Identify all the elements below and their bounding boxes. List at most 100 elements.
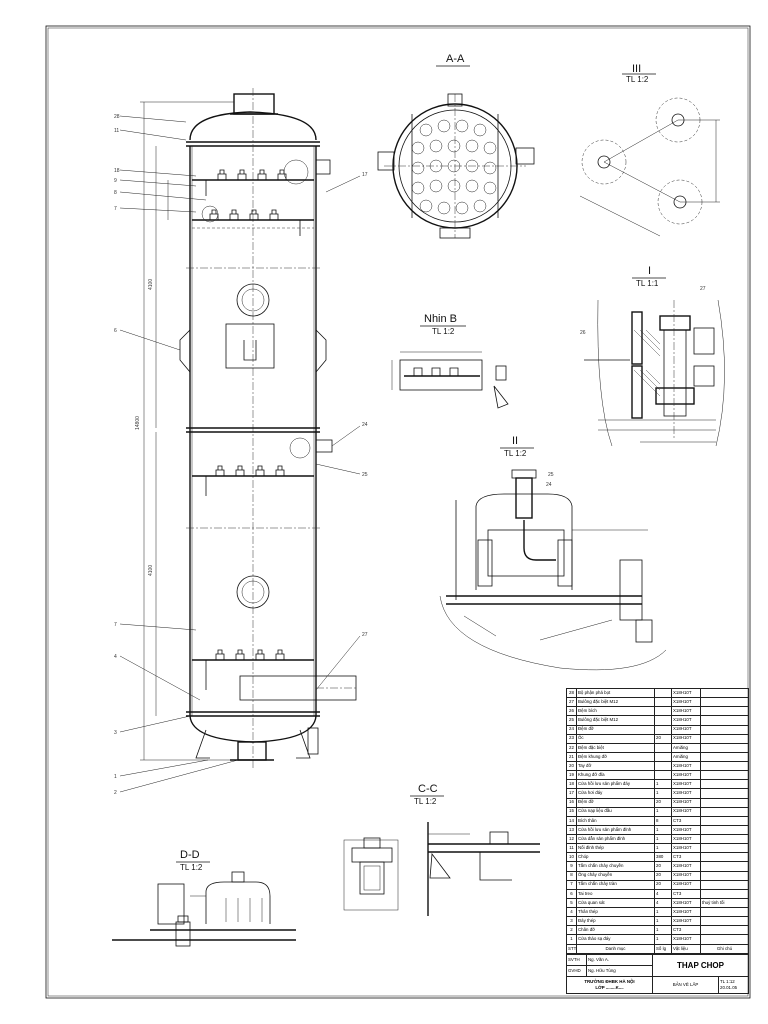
bom-cell-qty xyxy=(654,770,672,781)
bom-cell-note xyxy=(700,843,749,854)
bom-cell-qty: 20 xyxy=(654,861,672,872)
bom-cell-mat: Amiăng xyxy=(671,751,701,763)
bom-cell-name: Cửa tháo sạ đáy xyxy=(576,934,655,945)
nhinb-scale: TL 1:2 xyxy=(432,327,455,336)
bom-cell-mat: X18H10T xyxy=(671,833,701,845)
svg-text:7: 7 xyxy=(114,206,117,212)
bom-cell-qty xyxy=(654,742,672,753)
bom-cell-mat: CT3 xyxy=(671,815,701,826)
bom-cell-mat: X18H10T xyxy=(671,706,701,717)
section-cc-title: C-C xyxy=(418,783,438,795)
bom-cell-no: 2 xyxy=(566,925,577,936)
tray-middle xyxy=(192,465,314,496)
bom-cell-qty: 1 xyxy=(654,916,672,927)
bom-cell-mat: X18H10T xyxy=(671,934,701,945)
bom-cell-mat: X18H10T xyxy=(671,870,701,881)
bom-cell-mat: CT3 xyxy=(671,852,701,863)
bom-header-qty: Số lg xyxy=(654,943,672,955)
svg-text:27: 27 xyxy=(362,632,368,638)
svg-text:7: 7 xyxy=(114,622,117,628)
drawing-type: BẢN VẼ LẮP xyxy=(652,975,719,995)
bom-cell-no: 25 xyxy=(566,715,577,726)
bom-cell-no: 8 xyxy=(566,870,577,881)
bom-cell-no: 1 xyxy=(566,934,577,945)
bom-cell-qty xyxy=(654,715,672,726)
bom-cell-qty xyxy=(654,751,672,763)
svg-text:28: 28 xyxy=(114,114,120,120)
bom-cell-mat: X18H10T xyxy=(671,824,701,836)
bom-cell-no: 15 xyxy=(566,806,577,817)
bom-cell-name: Đệm khung đỡ xyxy=(576,751,655,763)
bom-cell-no: 21 xyxy=(566,751,577,763)
bom-cell-no: 24 xyxy=(566,724,577,735)
bom-cell-mat: X18H10T xyxy=(671,733,701,744)
bom-cell-qty: 1 xyxy=(654,925,672,936)
bom-cell-note xyxy=(700,742,749,753)
bom-cell-name: Bích thân xyxy=(576,815,655,826)
svg-text:4100: 4100 xyxy=(148,279,154,290)
bom-cell-note xyxy=(700,751,749,763)
bom-cell-name: Bộ phận phá bọt xyxy=(576,687,655,699)
bom-cell-mat: X18H10T xyxy=(671,843,701,854)
bom-header-note: Ghi chú xyxy=(700,943,749,955)
bom-cell-note xyxy=(700,888,749,899)
bom-cell-no: 18 xyxy=(566,779,577,790)
bom-cell-no: 5 xyxy=(566,897,577,909)
detail-i: I TL 1:1 27 26 xyxy=(580,265,725,447)
bom-cell-note xyxy=(700,806,749,817)
svg-text:25: 25 xyxy=(548,472,554,478)
detail-ii-title: II xyxy=(512,435,518,447)
bom-cell-note xyxy=(700,760,749,772)
bom-cell-qty: 1 xyxy=(654,906,672,918)
tray-lower xyxy=(192,649,314,690)
bom-cell-mat: X18H10T xyxy=(671,897,701,909)
bom-cell-note xyxy=(700,733,749,744)
section-dd-scale: TL 1:2 xyxy=(180,863,203,872)
bom-cell-no: 23 xyxy=(566,733,577,744)
bom-cell-name: Cửa quan sát xyxy=(576,897,655,909)
drawing-scale: TL 1:12 xyxy=(720,979,735,985)
bom-cell-mat: X18H10T xyxy=(671,916,701,927)
bom-cell-mat: X18H10T xyxy=(671,779,701,790)
bom-cell-no: 20 xyxy=(566,760,577,772)
bom-cell-note xyxy=(700,870,749,881)
bom-cell-name: Cửa nạp liệu đầu xyxy=(576,806,655,817)
bom-cell-qty: 1 xyxy=(654,934,672,945)
bom-cell-name: Thân thép xyxy=(576,906,655,918)
class-name: LỚP ........K.... xyxy=(595,984,624,990)
sheet-code: 20.01.05 xyxy=(720,984,738,990)
drawing-title: THAP CHOP xyxy=(652,954,749,977)
manhole-lower xyxy=(236,575,270,609)
school-name: TRƯỜNG ĐHBK HÀ NỘI xyxy=(584,979,635,985)
bom-cell-name: Khung đỡ đĩa xyxy=(576,770,655,781)
bom-cell-no: 4 xyxy=(566,906,577,918)
bom-cell-name: Cửa hơi đáy xyxy=(576,788,655,799)
title-block: SVTH Ng. Văn A. THAP CHOP GVHD Ng. Hữu T… xyxy=(566,954,749,995)
bom-cell-note xyxy=(700,833,749,845)
bom-cell-name: Tấm chắn chảy tràn xyxy=(576,879,655,890)
bom-cell-no: 7 xyxy=(566,879,577,890)
drawn-name: Ng. Văn A. xyxy=(586,954,653,966)
bom-cell-mat: X18H10T xyxy=(671,879,701,890)
section-dd: D-D TL 1:2 xyxy=(112,849,296,947)
sheet-outer-border xyxy=(45,25,751,999)
section-cc: C-C TL 1:2 xyxy=(343,783,540,916)
bom-cell-qty: 20 xyxy=(654,733,672,744)
svg-text:2: 2 xyxy=(114,790,117,796)
bom-cell-no: 11 xyxy=(566,843,577,854)
bom-header-mat: Vật liệu xyxy=(671,943,701,955)
